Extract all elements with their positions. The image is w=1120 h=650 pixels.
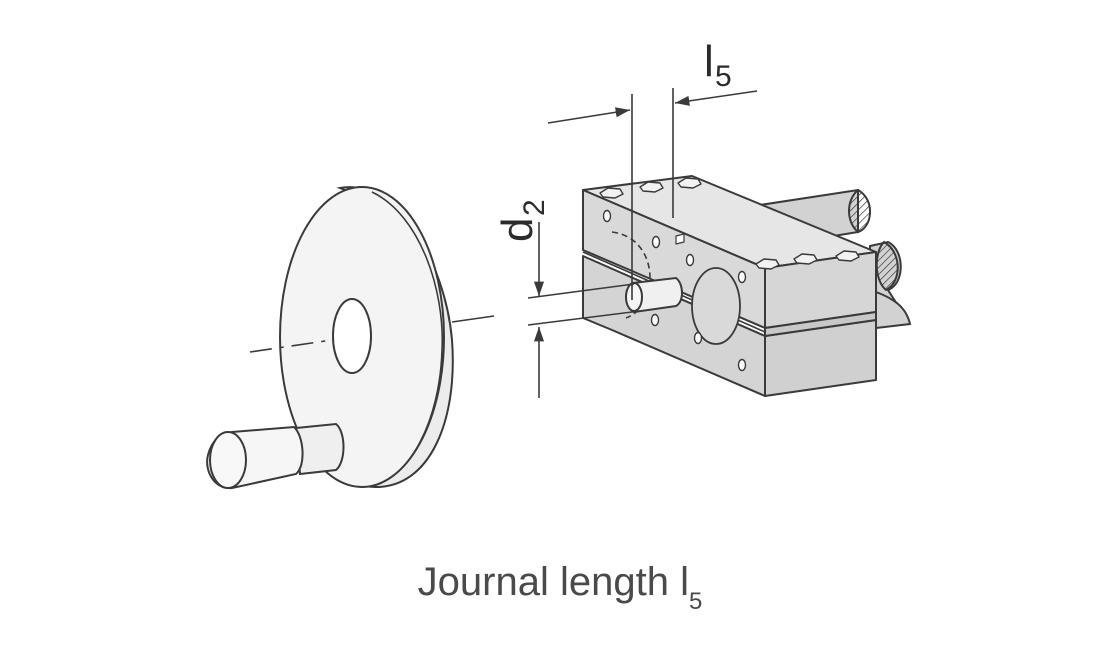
handwheel bbox=[206, 186, 495, 490]
handwheel-handle bbox=[206, 422, 345, 490]
housing-bolts bbox=[599, 177, 860, 270]
dimension-lines bbox=[527, 88, 758, 398]
label-d2-main: d bbox=[493, 218, 542, 242]
label-d2: d 2 bbox=[493, 199, 551, 242]
label-l5-main: l bbox=[704, 37, 714, 86]
figure-caption: Journal length l5 bbox=[0, 560, 1120, 615]
label-l5: l 5 bbox=[704, 37, 732, 93]
caption-main: Journal length l bbox=[417, 560, 689, 604]
label-l5-sub: 5 bbox=[715, 60, 732, 93]
caption-subscript: 5 bbox=[688, 588, 703, 615]
journal-pin bbox=[625, 276, 683, 314]
d2-extension-top bbox=[527, 283, 635, 299]
l5-arrow-right bbox=[674, 90, 758, 106]
handwheel-bore bbox=[332, 298, 372, 374]
l5-arrow-left bbox=[547, 107, 631, 124]
d2-extension-bottom bbox=[527, 310, 641, 326]
label-d2-sub: 2 bbox=[518, 199, 551, 216]
